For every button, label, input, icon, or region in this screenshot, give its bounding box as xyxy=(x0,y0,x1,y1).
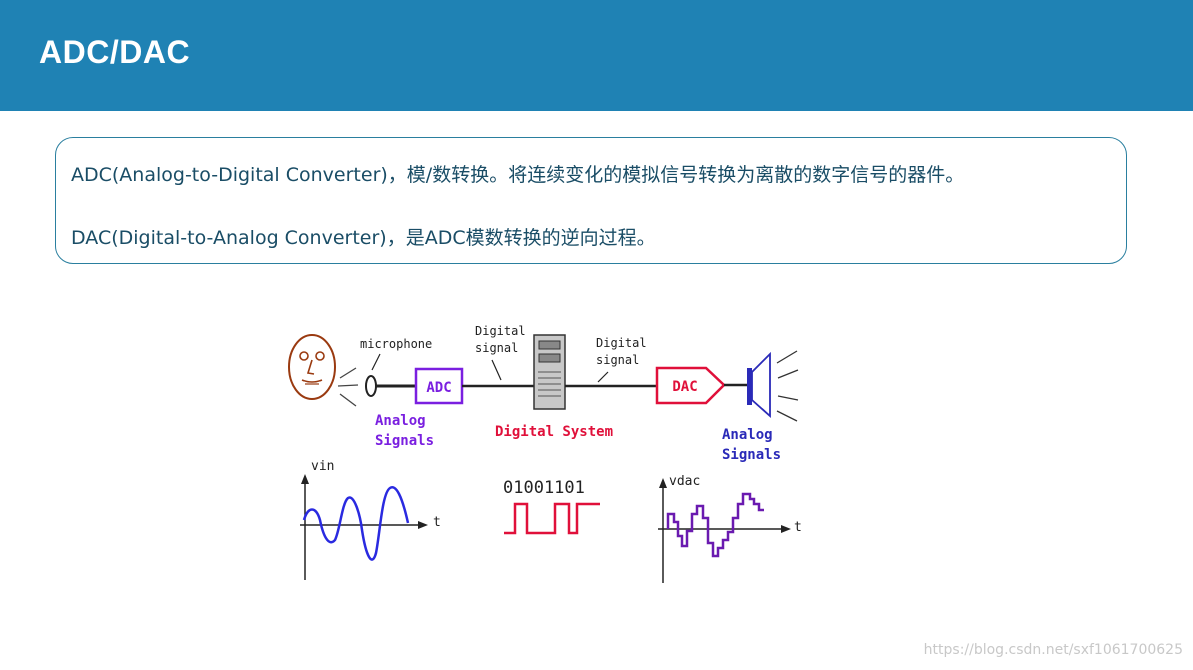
microphone-label: microphone xyxy=(360,337,432,351)
dac-block: DAC xyxy=(655,366,726,405)
dac-output-waveform: vdac t xyxy=(658,474,802,583)
watermark: https://blog.csdn.net/sxf1061700625 xyxy=(923,642,1183,658)
digital-signal-right-line1: Digital xyxy=(596,336,647,350)
digital-signal-left-line2: signal xyxy=(475,341,518,355)
face-icon xyxy=(288,334,336,400)
dac-label: DAC xyxy=(672,379,697,395)
microphone-icon xyxy=(365,375,416,397)
analog-input-waveform: vin t xyxy=(300,459,441,580)
digital-signal-left-line1: Digital xyxy=(475,324,526,338)
adc-definition: ADC(Analog-to-Digital Converter)，模/数转换。将… xyxy=(71,164,965,186)
speaker-icon xyxy=(747,351,771,419)
adc-dac-diagram: microphone ADC Digital signal Digital si… xyxy=(288,324,802,583)
analog-signals-right-line1: Analog xyxy=(722,427,773,443)
t-axis-label-right: t xyxy=(794,520,802,535)
info-box: ADC(Analog-to-Digital Converter)，模/数转换。将… xyxy=(55,137,1127,264)
dac-definition: DAC(Digital-to-Analog Converter)，是ADC模数转… xyxy=(71,227,656,249)
digital-signal-right-line2: signal xyxy=(596,353,639,367)
vin-label: vin xyxy=(311,459,334,474)
adc-label: ADC xyxy=(426,380,451,396)
computer-tower-icon xyxy=(533,334,566,410)
voice-waves-icon xyxy=(337,367,359,407)
header-bar: ADC/DAC xyxy=(0,0,1193,111)
speaker-waves-icon xyxy=(776,350,799,422)
vdac-label: vdac xyxy=(669,474,700,489)
digital-system-label: Digital System xyxy=(495,424,613,440)
analog-signals-right-line2: Signals xyxy=(722,447,781,463)
page-title: ADC/DAC xyxy=(39,34,191,70)
analog-signals-left-line1: Analog xyxy=(375,413,426,429)
t-axis-label-left: t xyxy=(433,515,441,530)
adc-block: ADC xyxy=(414,367,464,405)
binary-code-label: 01001101 xyxy=(503,478,585,498)
analog-signals-left-line2: Signals xyxy=(375,433,434,449)
digital-pulse-waveform: 01001101 xyxy=(503,478,600,535)
